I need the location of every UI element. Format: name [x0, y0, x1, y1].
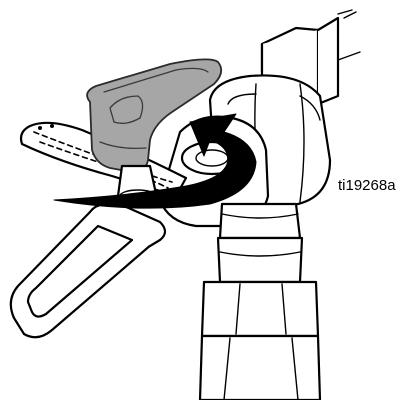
figure-callout-label: ti19268a [338, 177, 396, 194]
rotation-arrow [53, 113, 257, 209]
tip-handle [86, 58, 223, 203]
tip-guard-loop [9, 199, 167, 339]
lower-fitting [198, 202, 322, 400]
